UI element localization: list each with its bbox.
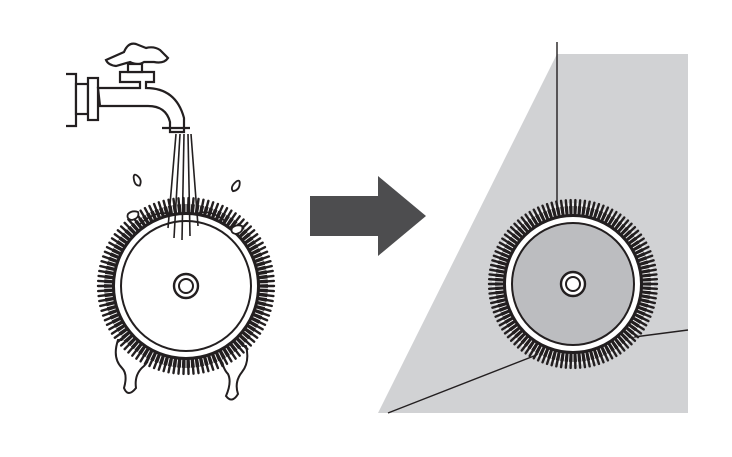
step-rinse [66,42,276,401]
faucet-icon [66,42,190,134]
brush-wheel-icon [487,198,659,370]
water-stream-icon [139,133,227,241]
water-drop-icon [126,173,244,235]
step-dry [378,42,689,414]
brush-wheel-icon [96,196,276,376]
arrow-right-icon [310,176,426,256]
